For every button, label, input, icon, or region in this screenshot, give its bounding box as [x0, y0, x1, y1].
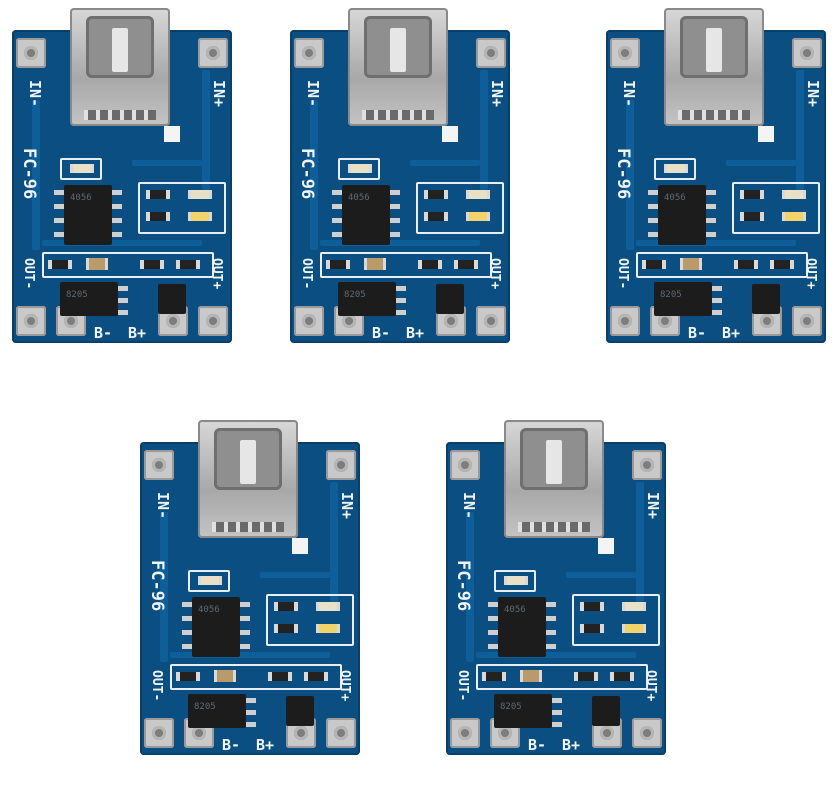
pad-out-minus: [16, 306, 46, 336]
charger-board-4: 4056 8205: [140, 420, 360, 755]
label-in-minus: IN-: [26, 80, 44, 108]
label-in-minus: IN-: [620, 80, 638, 108]
label-out-plus: OUT+: [337, 670, 352, 702]
label-b-minus: B-: [222, 736, 241, 754]
pad-out-plus: [792, 306, 822, 336]
label-out-plus: OUT+: [209, 258, 224, 290]
pcb: 4056 8205: [140, 442, 360, 755]
label-in-minus: IN-: [460, 492, 478, 520]
charger-board-2: 4056 8205: [290, 8, 510, 343]
pad-in-plus: [198, 38, 228, 68]
label-out-minus: OUT-: [149, 670, 164, 702]
protection-ic-small: [158, 284, 186, 314]
label-b-minus: B-: [94, 324, 113, 342]
led-indicator: [348, 164, 372, 173]
led-indicator: [664, 164, 688, 173]
label-model: FC-96: [19, 148, 39, 200]
charger-ic: 4056: [498, 597, 546, 657]
protection-ic: 8205: [338, 282, 396, 316]
label-b-plus: B+: [562, 736, 581, 754]
charger-ic: 4056: [342, 185, 390, 245]
label-in-minus: IN-: [304, 80, 322, 108]
label-b-minus: B-: [528, 736, 547, 754]
label-model: FC-96: [453, 560, 473, 612]
label-b-minus: B-: [688, 324, 707, 342]
label-out-minus: OUT-: [21, 258, 36, 290]
pad-in-plus: [326, 450, 356, 480]
label-out-minus: OUT-: [615, 258, 630, 290]
pad-out-plus: [632, 718, 662, 748]
pad-in-plus: [476, 38, 506, 68]
pad-in-minus: [16, 38, 46, 68]
pad-out-minus: [610, 306, 640, 336]
protection-ic-small: [592, 696, 620, 726]
protection-ic-small: [436, 284, 464, 314]
label-model: FC-96: [297, 148, 317, 200]
pad-out-plus: [198, 306, 228, 336]
label-b-plus: B+: [256, 736, 275, 754]
pad-in-minus: [144, 450, 174, 480]
pad-in-minus: [294, 38, 324, 68]
pad-in-minus: [450, 450, 480, 480]
label-b-plus: B+: [722, 324, 741, 342]
charger-ic: 4056: [192, 597, 240, 657]
label-in-plus: IN+: [210, 80, 228, 108]
label-b-plus: B+: [406, 324, 425, 342]
pad-out-plus: [326, 718, 356, 748]
charger-board-5: 4056 8205: [446, 420, 666, 755]
label-b-plus: B+: [128, 324, 147, 342]
mini-usb-connector: [504, 420, 604, 538]
pad-in-minus: [610, 38, 640, 68]
label-out-minus: OUT-: [455, 670, 470, 702]
label-b-minus: B-: [372, 324, 391, 342]
label-in-plus: IN+: [488, 80, 506, 108]
charger-ic: 4056: [658, 185, 706, 245]
led-indicator: [198, 576, 222, 585]
pad-out-minus: [450, 718, 480, 748]
pad-in-plus: [792, 38, 822, 68]
charger-ic: 4056: [64, 185, 112, 245]
charger-board-3: 4056 8205: [606, 8, 826, 343]
label-out-plus: OUT+: [487, 258, 502, 290]
mini-usb-connector: [198, 420, 298, 538]
label-in-plus: IN+: [644, 492, 662, 520]
label-in-plus: IN+: [338, 492, 356, 520]
protection-ic-small: [752, 284, 780, 314]
label-model: FC-96: [147, 560, 167, 612]
label-out-plus: OUT+: [803, 258, 818, 290]
pad-out-plus: [476, 306, 506, 336]
mini-usb-connector: [348, 8, 448, 126]
charger-board-1: 4056 8205: [12, 8, 232, 343]
label-in-plus: IN+: [804, 80, 822, 108]
pad-out-minus: [144, 718, 174, 748]
pcb: 4056 8205: [606, 30, 826, 343]
label-in-minus: IN-: [154, 492, 172, 520]
label-out-minus: OUT-: [299, 258, 314, 290]
mini-usb-connector: [664, 8, 764, 126]
protection-ic-small: [286, 696, 314, 726]
protection-ic: 8205: [60, 282, 118, 316]
led-indicator: [70, 164, 94, 173]
label-out-plus: OUT+: [643, 670, 658, 702]
mini-usb-connector: [70, 8, 170, 126]
protection-ic: 8205: [188, 694, 246, 728]
led-indicator: [504, 576, 528, 585]
label-model: FC-96: [613, 148, 633, 200]
protection-ic: 8205: [654, 282, 712, 316]
protection-ic: 8205: [494, 694, 552, 728]
pad-in-plus: [632, 450, 662, 480]
pad-out-minus: [294, 306, 324, 336]
